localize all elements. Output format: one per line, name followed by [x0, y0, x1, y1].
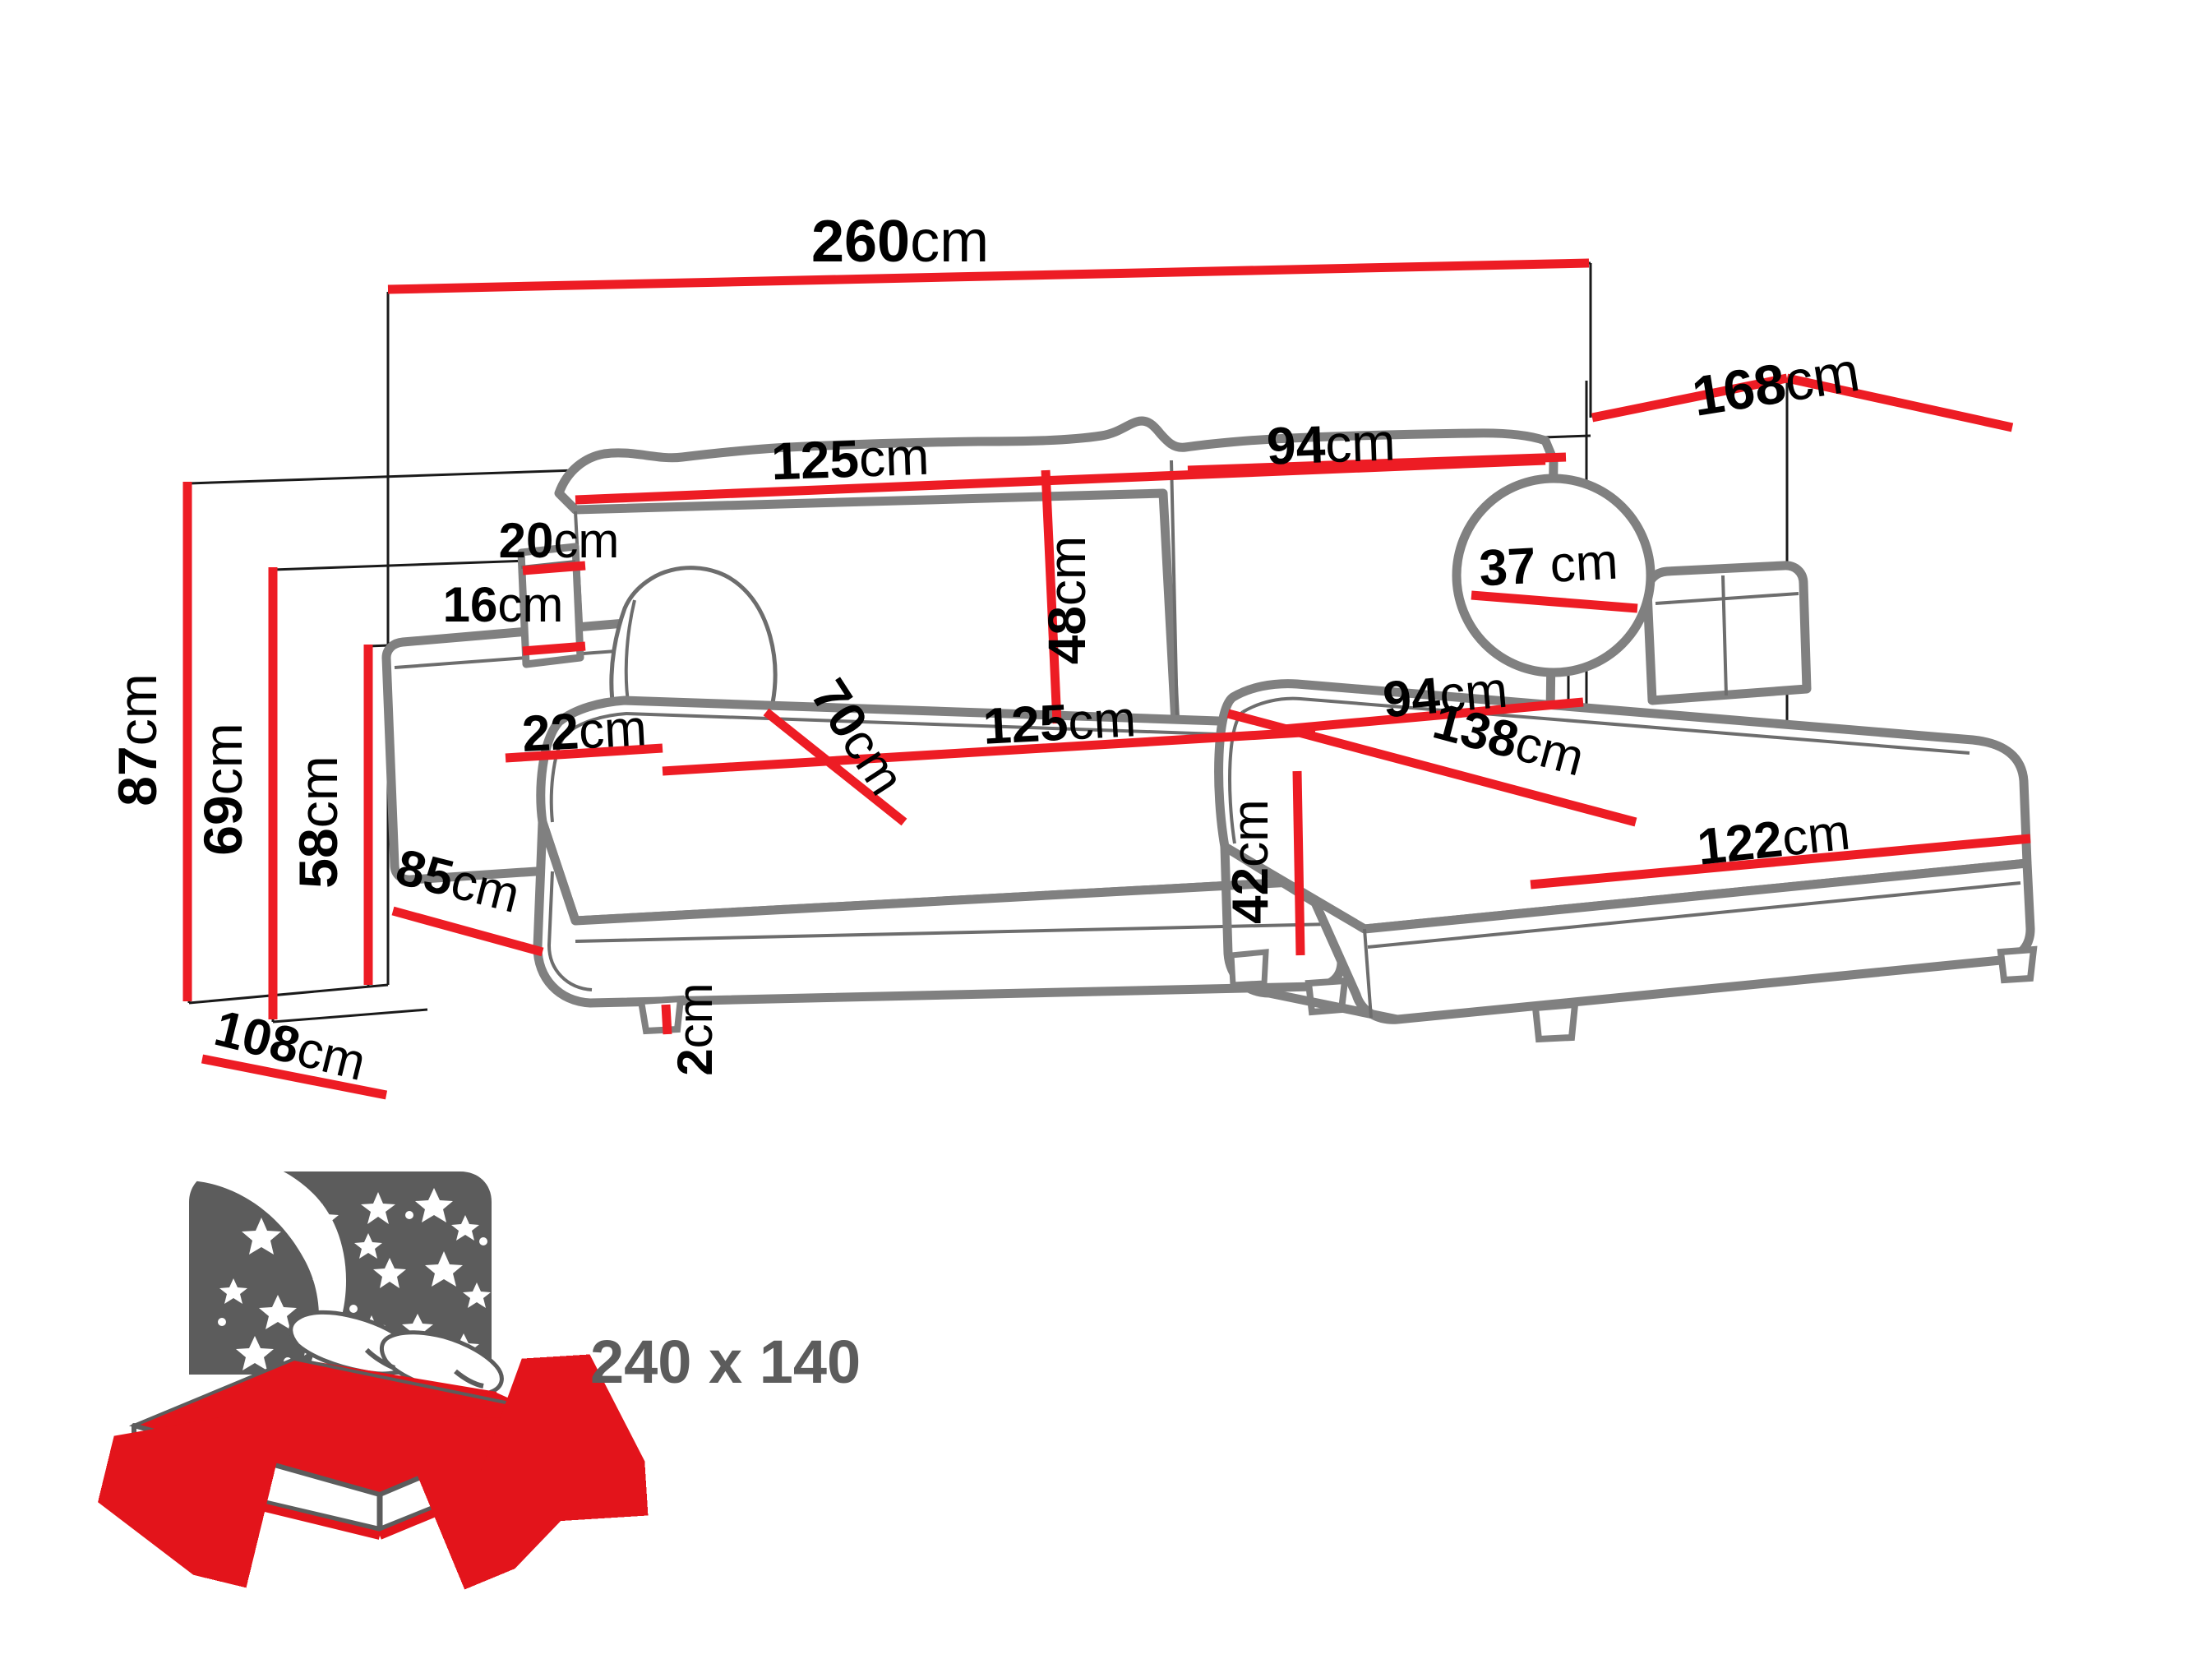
dim-label-arm-height: 58cm	[288, 756, 349, 888]
dim-label-back-height: 69cm	[192, 723, 253, 855]
dim-label-backrest-height: 48cm	[1037, 536, 1097, 665]
dim-label-seat-height: 42cm	[1222, 799, 1279, 924]
dimline-138	[1226, 709, 1637, 827]
dimline-70	[763, 708, 907, 826]
dim-label-arm-width: 22cm	[520, 700, 648, 763]
dimline-37	[1471, 590, 1638, 613]
dim-label-arm-gap-lower: 16cm	[443, 577, 564, 632]
dim-label-foot-height: 2cm	[667, 982, 723, 1075]
dimline-168b	[1785, 373, 2014, 432]
sofa-left-section	[554, 416, 1559, 728]
dim-label-cushion-diameter: 37 cm	[1478, 534, 1619, 598]
dimline-260	[387, 258, 1590, 294]
dimline-85	[391, 906, 544, 957]
dim-label-overall-depth-right: 168cm	[1688, 340, 1864, 428]
chaise-section	[1214, 561, 2038, 1043]
dim-label-chaise-front-width: 122cm	[1695, 804, 1853, 876]
sleeping-area-label: 240 x 140	[590, 1328, 861, 1396]
dimline-122	[1530, 834, 2031, 890]
dimline-2	[661, 1004, 672, 1035]
dim-label-arm-gap-top: 20cm	[499, 513, 620, 568]
round-cushion-callout	[1452, 474, 1656, 677]
dimline-108	[201, 1054, 388, 1100]
dim-label-total-height: 87cm	[107, 673, 168, 806]
mattress-dimension-arrows	[130, 1381, 562, 1536]
dimline-94-chaise	[1273, 697, 1584, 735]
dim-label-chaise-seat-width: 94cm	[1381, 662, 1510, 729]
dimline-22	[505, 743, 663, 763]
dimline-42	[1292, 770, 1305, 956]
dim-label-backrest-left-width: 125cm	[770, 427, 930, 492]
dimline-16	[522, 641, 586, 656]
pillows	[289, 1310, 504, 1398]
dimline-168	[1591, 373, 1789, 423]
dimline-94-back	[1187, 452, 1567, 475]
dim-label-seat-width-left: 125cm	[981, 691, 1137, 756]
dim-label-overall-width: 260cm	[811, 209, 989, 275]
dim-label-backrest-right-width: 94cm	[1266, 412, 1397, 475]
dimline-48	[1041, 469, 1062, 724]
dimline-20	[522, 561, 586, 575]
dimline-125-seat	[662, 727, 1316, 776]
